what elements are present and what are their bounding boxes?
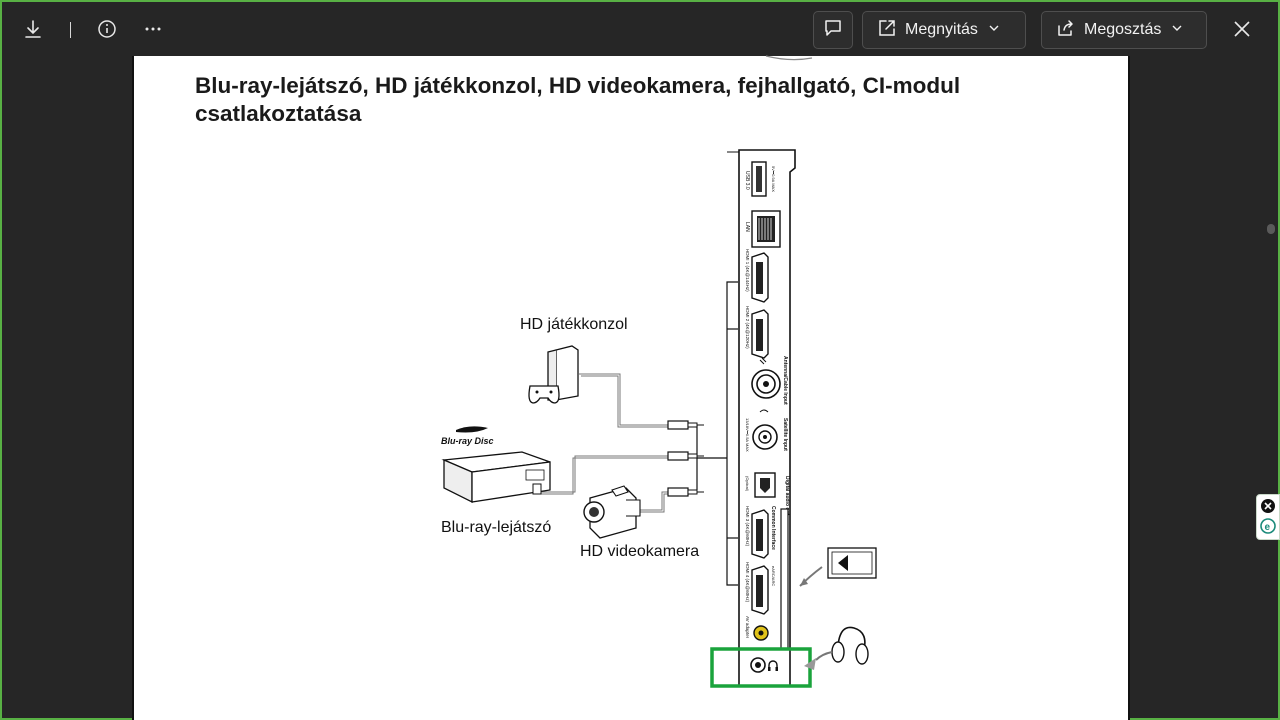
bluray-logo: Blu-ray Disc xyxy=(441,426,494,446)
usb-port: USB 3.0 5V⎓0.9A MAX xyxy=(744,161,776,197)
hdmi3-label: HDMI 3 (4K@60Hz) xyxy=(745,506,750,547)
scrollbar-thumb[interactable] xyxy=(1267,224,1275,234)
antenna-port: Antenna/Cable Input xyxy=(751,356,788,405)
hdmi-bracket xyxy=(696,281,738,586)
share-button-label: Megosztás xyxy=(1084,21,1162,38)
ci-slot xyxy=(780,508,789,650)
game-console-icon xyxy=(528,345,579,404)
usb-spec: 5V⎓0.9A MAX xyxy=(771,166,776,192)
share-icon xyxy=(1056,18,1076,43)
hdmi3-port: HDMI 3 (4K@60Hz) Common Interface xyxy=(745,506,776,559)
open-button-label: Megnyitás xyxy=(905,21,978,38)
hdmi-plugs xyxy=(667,420,704,497)
side-widget[interactable]: e xyxy=(1256,494,1280,540)
open-button[interactable]: Megnyitás xyxy=(862,11,1026,49)
comment-button[interactable] xyxy=(813,11,853,49)
viewer-toolbar: Megnyitás Megosztás xyxy=(2,2,1278,56)
lan-port: LAN xyxy=(744,210,781,248)
close-icon[interactable] xyxy=(1225,12,1259,46)
page-title: Blu-ray-lejátszó, HD játékkonzol, HD vid… xyxy=(195,73,961,126)
page-edge-left xyxy=(132,56,134,720)
open-external-icon xyxy=(877,18,897,43)
download-icon[interactable] xyxy=(16,12,50,46)
av-label: AV adapter xyxy=(745,616,750,639)
document-page xyxy=(134,56,1128,720)
av-adapter-port: AV adapter xyxy=(745,616,769,641)
hdmi4-label: HDMI 4 (4K@60Hz) xyxy=(745,562,750,603)
hdmi1-port: HDMI 1 (4K@144Hz) xyxy=(745,249,769,303)
lan-label: LAN xyxy=(744,222,750,232)
hdmi4-port: HDMI 4 (4K@60Hz) eARC/ARC xyxy=(745,562,776,615)
bluray-logo-text: Blu-ray Disc xyxy=(441,436,494,446)
video-camera-label: HD videokamera xyxy=(580,543,700,560)
hdmi2-label: HDMI 2 (4K@120Hz) xyxy=(745,306,750,349)
usb-label: USB 3.0 xyxy=(744,171,750,190)
cut-off-decoration xyxy=(765,55,813,61)
svg-text:e: e xyxy=(1265,522,1271,533)
chevron-down-icon xyxy=(1171,21,1183,39)
satellite-port: Satellite Input 13/18V⎓0.5A MAX xyxy=(745,409,788,452)
game-console-label: HD játékkonzol xyxy=(520,316,628,333)
ci-card-icon xyxy=(799,547,877,587)
edge-icon[interactable] xyxy=(1260,518,1276,534)
satellite-label: Satellite Input xyxy=(782,418,788,451)
comment-icon xyxy=(823,18,843,43)
more-icon[interactable] xyxy=(136,12,170,46)
tv-side-panel: USB 3.0 5V⎓0.9A MAX LAN HDMI 1 (4K@144Hz… xyxy=(727,149,796,687)
share-button[interactable]: Megosztás xyxy=(1041,11,1207,49)
bluray-player-label: Blu-ray-lejátszó xyxy=(441,519,552,536)
optical-label: (Optical) xyxy=(745,476,750,492)
chevron-down-icon xyxy=(988,21,1000,39)
antenna-label: Antenna/Cable Input xyxy=(782,356,788,405)
earc-label: eARC/ARC xyxy=(771,566,776,586)
common-interface-label: Common Interface xyxy=(770,506,776,550)
hdmi1-label: HDMI 1 (4K@144Hz) xyxy=(745,249,750,292)
hdmi2-port: HDMI 2 (4K@120Hz) xyxy=(745,306,769,359)
page-edge-right xyxy=(1128,56,1130,720)
digital-audio-port: Digital audio out (Optical) xyxy=(745,472,790,515)
digital-audio-label: Digital audio out xyxy=(784,476,790,515)
headphone-port xyxy=(750,657,778,673)
toolbar-divider xyxy=(70,22,71,38)
info-icon[interactable] xyxy=(90,12,124,46)
video-camera-icon xyxy=(583,485,641,539)
satellite-spec: 13/18V⎓0.5A MAX xyxy=(745,418,750,452)
headphones-icon xyxy=(804,626,869,670)
cables xyxy=(540,373,668,513)
bluray-player-icon xyxy=(441,451,551,504)
